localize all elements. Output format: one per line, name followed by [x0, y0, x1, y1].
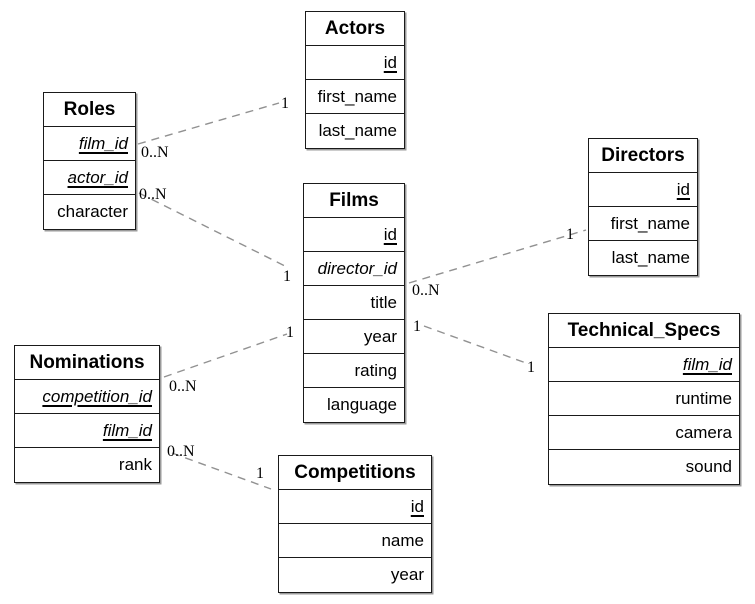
- cardinality-label-films-directors-from_label: 0..N: [412, 282, 440, 299]
- field-actors-first_name: first_name: [306, 80, 404, 114]
- entity-title-directors: Directors: [589, 139, 697, 173]
- field-nominations-competition_id: competition_id: [15, 380, 159, 414]
- field-films-title: title: [304, 286, 404, 320]
- field-actors-last_name: last_name: [318, 121, 397, 140]
- field-competitions-name: name: [279, 524, 431, 558]
- field-films-id: id: [304, 218, 404, 252]
- cardinality-label-nominations-films-from_label: 0..N: [169, 378, 197, 395]
- relationship-line-nominations-films: [163, 333, 288, 378]
- cardinality-label-nominations-competitions-from_label: 0..N: [167, 443, 195, 460]
- field-roles-actor_id: actor_id: [44, 161, 135, 195]
- entity-title-technical_specs: Technical_Specs: [549, 314, 739, 348]
- cardinality-label-films-technical_specs-to_label: 1: [527, 359, 535, 376]
- field-roles-character: character: [57, 202, 128, 221]
- field-directors-id: id: [589, 173, 697, 207]
- relationship-line-nominations-competitions: [171, 452, 272, 490]
- entity-title-competitions: Competitions: [279, 456, 431, 490]
- field-technical_specs-sound: sound: [685, 457, 732, 476]
- entity-title-roles: Roles: [44, 93, 135, 127]
- cardinality-label-roles-actors-to_label: 1: [281, 95, 289, 112]
- field-actors-id: id: [306, 46, 404, 80]
- field-nominations-rank: rank: [118, 455, 152, 474]
- field-nominations-film_id: film_id: [15, 414, 159, 448]
- relationship-line-films-technical_specs: [423, 325, 527, 364]
- cardinality-label-roles-films-from_label: 0..N: [139, 186, 167, 203]
- field-roles-film_id: film_id: [44, 127, 135, 161]
- relationship-line-roles-actors: [137, 102, 280, 145]
- field-technical_specs-runtime: runtime: [549, 382, 739, 416]
- cardinality-label-roles-actors-from_label: 0..N: [141, 144, 169, 161]
- field-directors-first_name: first_name: [589, 207, 697, 241]
- cardinality-label-nominations-films-to_label: 1: [286, 324, 294, 341]
- entity-title-nominations: Nominations: [15, 346, 159, 380]
- cardinality-label-films-technical_specs-from_label: 1: [413, 318, 421, 335]
- cardinality-label-nominations-competitions-to_label: 1: [256, 465, 264, 482]
- cardinality-label-films-directors-to_label: 1: [566, 226, 574, 243]
- relationship-line-roles-films: [138, 192, 290, 269]
- field-competitions-year: year: [390, 565, 424, 584]
- entity-title-films: Films: [304, 184, 404, 218]
- field-films-year: year: [304, 320, 404, 354]
- entity-title-actors: Actors: [306, 12, 404, 46]
- field-films-rating: rating: [304, 354, 404, 388]
- field-films-director_id: director_id: [304, 252, 404, 286]
- field-technical_specs-film_id: film_id: [549, 348, 739, 382]
- cardinality-label-roles-films-to_label: 1: [283, 268, 291, 285]
- field-directors-last_name: last_name: [611, 248, 690, 267]
- field-technical_specs-camera: camera: [549, 416, 739, 450]
- relationship-line-films-directors: [408, 229, 587, 284]
- field-films-language: language: [327, 395, 397, 414]
- field-competitions-id: id: [279, 490, 431, 524]
